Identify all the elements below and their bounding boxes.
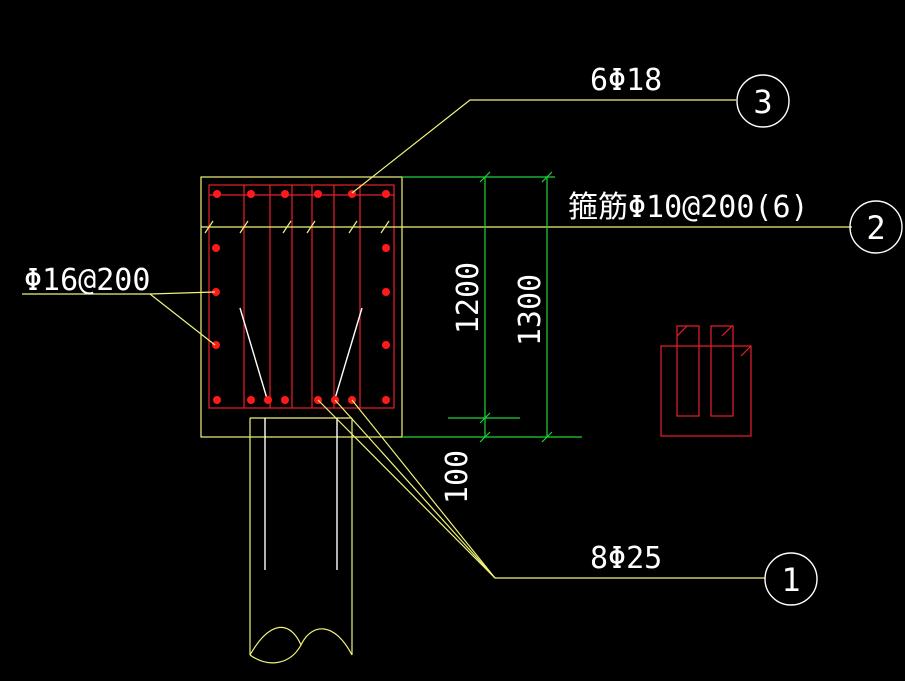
leaders (22, 99, 765, 579)
stirrup-detail (660, 325, 752, 437)
callout-number-3: 3 (753, 83, 772, 121)
stirrup-level-line (201, 220, 852, 234)
callout-circle-2 (849, 200, 903, 254)
stirrups (208, 184, 395, 409)
dimension-100: 100 (440, 450, 475, 504)
pile-cap-outline (200, 176, 403, 438)
dimension-1300: 1300 (513, 274, 548, 346)
label-stirrups: 箍筋Φ10@200(6) (568, 190, 809, 225)
label-side-bars: Φ16@200 (24, 263, 150, 298)
callout-number-2: 2 (866, 209, 885, 247)
dimensions (402, 171, 582, 443)
callout-number-1: 1 (781, 561, 800, 599)
leader-bottom-bars (317, 399, 765, 579)
leader-side-bars (22, 293, 216, 346)
leader-top-bars (351, 99, 736, 194)
callout-circle-1 (764, 552, 818, 606)
callout-circle-3 (736, 74, 790, 128)
label-bottom-bars: 8Φ25 (590, 541, 662, 576)
pile (249, 417, 353, 664)
rebar-dots (212, 190, 390, 404)
dimension-1200: 1200 (451, 262, 486, 334)
label-top-bars: 6Φ18 (590, 63, 662, 98)
pile-anchor-bars (239, 307, 363, 403)
